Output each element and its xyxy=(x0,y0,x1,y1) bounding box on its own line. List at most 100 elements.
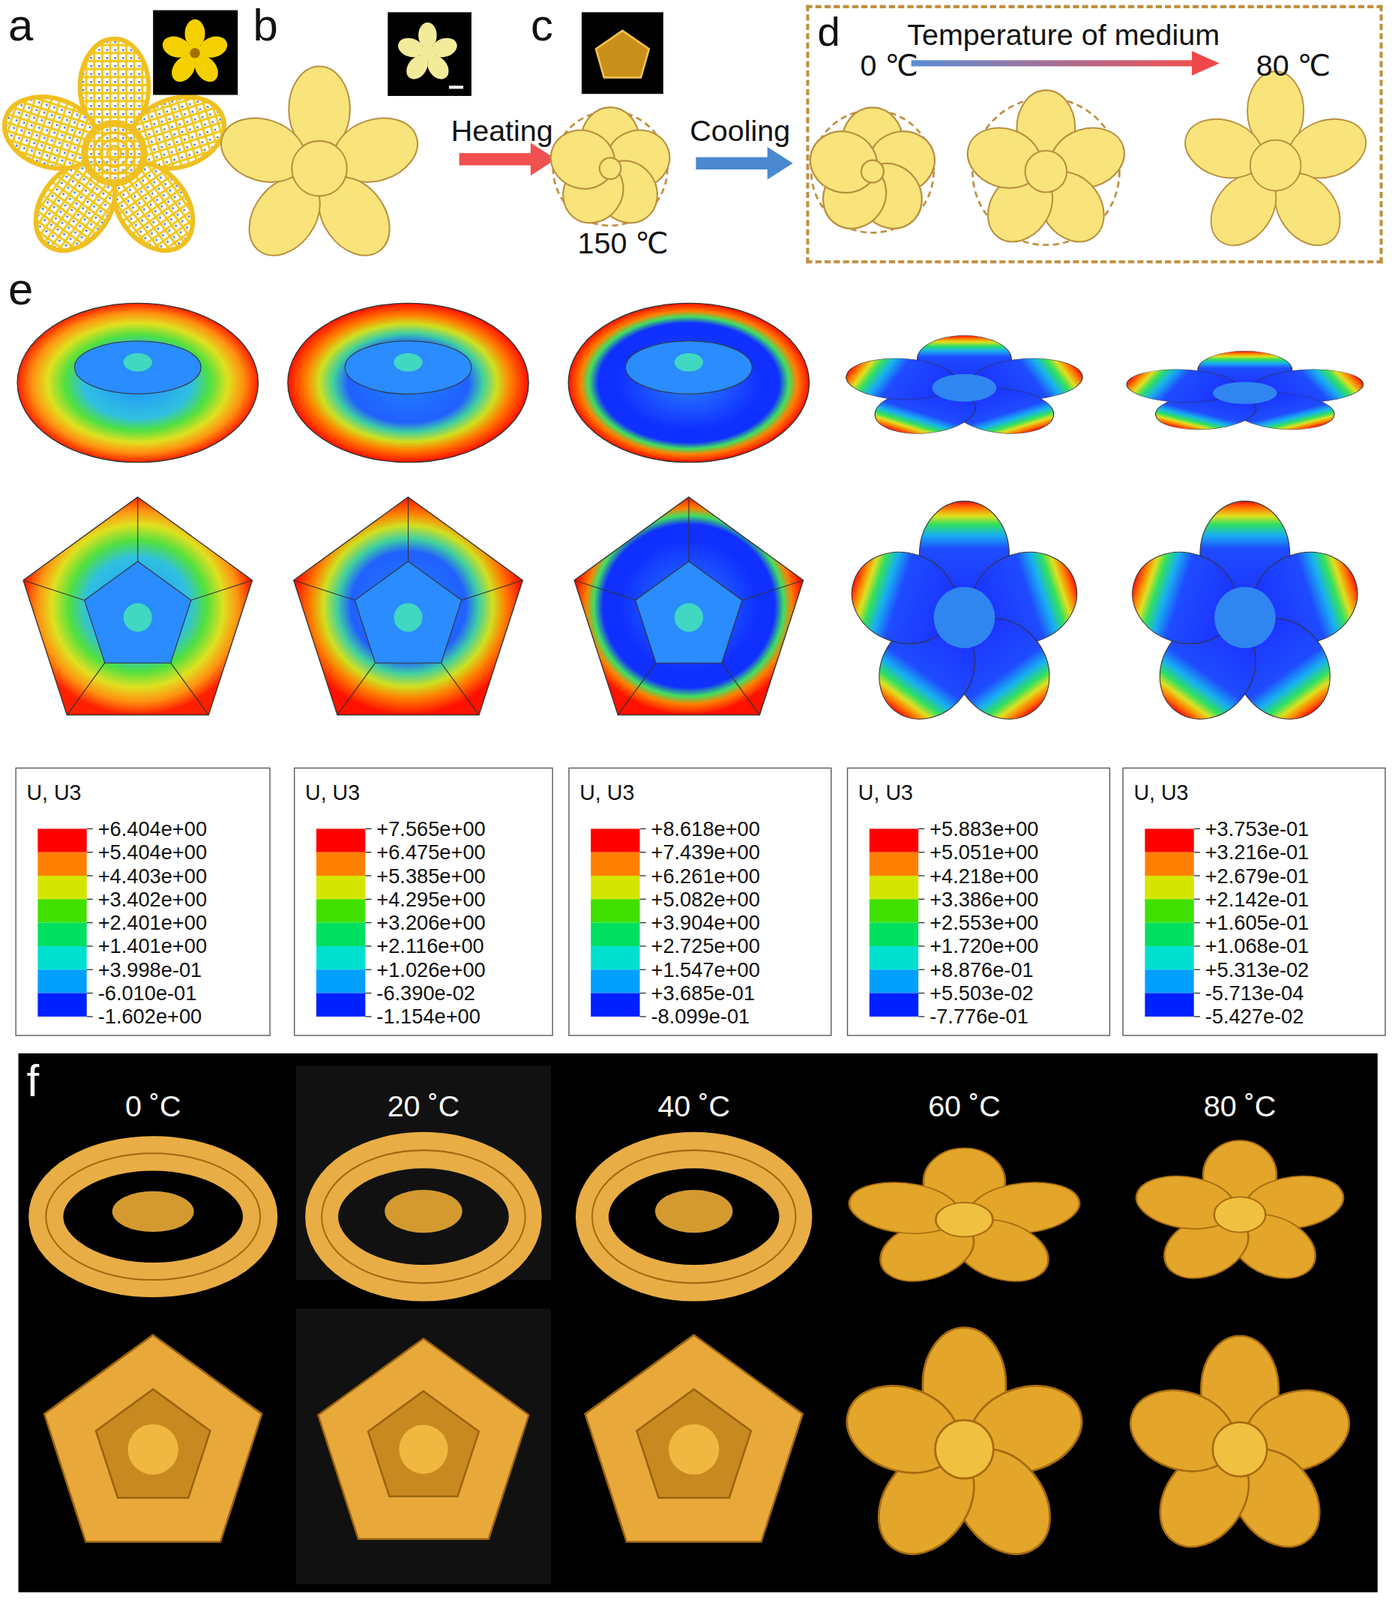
fe-render xyxy=(833,335,1096,442)
text-label: 40 ˚C xyxy=(657,1089,731,1124)
text-label: +4.218e+00 xyxy=(929,864,1039,888)
inset-photo xyxy=(152,10,238,96)
legend-box: U, U3 +7.565e+00+6.475e+00+5.385e+00+4.29… xyxy=(293,767,554,1036)
flat-flower xyxy=(212,65,426,269)
fe-render xyxy=(568,302,809,462)
text-label: f xyxy=(26,1055,39,1108)
temperature-arrow xyxy=(911,50,1220,76)
text-label: +4.295e+00 xyxy=(376,887,485,911)
legend-box: U, U3+3.753e-01+3.216e-01+2.679e-01+2.14… xyxy=(1122,767,1386,1036)
text-label: +1.720e+00 xyxy=(929,934,1039,958)
text-label: +2.401e+00 xyxy=(98,911,207,935)
photo-panel: f 0 ˚C 20 ˚C 40 ˚C 60 ˚C 80 ˚C xyxy=(18,1053,1378,1593)
text-label: +5.883e+00 xyxy=(929,817,1039,841)
text-label: d xyxy=(817,8,840,56)
text-label: e xyxy=(8,263,33,315)
fe-render xyxy=(17,302,258,462)
text-label: 150 ℃ xyxy=(577,226,669,261)
text-label: +5.051e+00 xyxy=(929,841,1039,865)
text-label: U, U3 xyxy=(305,780,360,806)
text-label: +2.116e+00 xyxy=(376,934,484,958)
cooling-arrow xyxy=(695,146,793,180)
text-label: a xyxy=(8,0,33,52)
half-open-flower xyxy=(959,89,1132,255)
legend-box: U, U3 +8.618e+00+7.439e+00+6.261e+00+5.08… xyxy=(568,767,832,1036)
photo-sample xyxy=(838,1147,1091,1292)
text-label: -6.010e-01 xyxy=(98,981,198,1006)
text-label: +7.439e+00 xyxy=(651,841,761,865)
text-label: -8.099e-01 xyxy=(651,1005,751,1029)
text-label: +8.876e-01 xyxy=(929,957,1034,982)
text-label: +3.753e-01 xyxy=(1205,817,1310,841)
text-label: -5.427e-02 xyxy=(1205,1005,1305,1029)
photo-sample xyxy=(1126,1140,1354,1289)
text-label: +1.068e-01 xyxy=(1205,934,1310,958)
text-label: 0 ˚C xyxy=(125,1089,182,1124)
inset-photo xyxy=(581,11,664,94)
text-label: U, U3 xyxy=(26,780,81,806)
legend-box: U, U3 +5.883e+00+5.051e+00+4.218e+00+3.38… xyxy=(847,767,1111,1036)
text-label: +5.503e-02 xyxy=(929,981,1034,1006)
photo-panel xyxy=(18,1053,1378,1593)
text-label: +6.261e+00 xyxy=(651,864,761,888)
fe-render xyxy=(23,496,252,716)
text-label: +2.553e+00 xyxy=(929,911,1039,935)
text-label: -6.390e-02 xyxy=(376,981,476,1006)
text-label: +6.404e+00 xyxy=(98,817,207,841)
text-label: +6.475e+00 xyxy=(376,841,485,865)
text-label: b xyxy=(253,0,279,52)
fe-render xyxy=(287,302,529,462)
photo-sample xyxy=(835,1327,1093,1573)
text-label: +5.082e+00 xyxy=(651,887,761,911)
text-label: +3.998e-01 xyxy=(98,957,203,982)
photo-sample xyxy=(585,1334,803,1542)
text-label: +3.402e+00 xyxy=(98,887,207,911)
text-label: +2.679e-01 xyxy=(1205,864,1310,888)
text-label: Cooling xyxy=(689,113,791,148)
text-label: 60 ˚C xyxy=(928,1089,1001,1124)
text-label: +1.547e+00 xyxy=(651,957,761,982)
text-label: +3.206e+00 xyxy=(376,911,485,935)
text-label: +1.026e+00 xyxy=(376,957,485,982)
text-label: +3.386e+00 xyxy=(929,887,1039,911)
colour-bars xyxy=(14,767,1386,1036)
photo-sample xyxy=(317,1338,529,1539)
fe-render xyxy=(1120,500,1370,738)
text-label: 0 ℃ xyxy=(860,48,919,83)
heating-arrow xyxy=(459,143,557,177)
text-label: +2.142e-01 xyxy=(1205,887,1310,911)
text-label: +3.685e-01 xyxy=(651,981,756,1006)
text-label: U, U3 xyxy=(579,780,635,806)
closed-flower xyxy=(543,107,678,235)
text-label: U, U3 xyxy=(1133,780,1189,806)
text-label: -7.776e-01 xyxy=(929,1005,1029,1029)
inset-photo xyxy=(387,11,472,96)
text-label: -1.602e+00 xyxy=(98,1005,203,1029)
panel-frame: d Temperature of medium0 ℃ 80 ℃ xyxy=(805,5,1383,264)
fe-render xyxy=(1113,350,1376,437)
text-label: U, U3 xyxy=(858,780,914,806)
text-label: 80 ℃ xyxy=(1256,48,1331,83)
text-label: +8.618e+00 xyxy=(651,817,761,841)
text-label: +2.725e+00 xyxy=(651,934,761,958)
fe-render xyxy=(293,496,523,716)
fe-render xyxy=(839,500,1089,738)
text-label: +5.313e-02 xyxy=(1205,957,1310,982)
photo-sample xyxy=(45,1152,261,1280)
photo-sample xyxy=(44,1334,262,1542)
text-label: 20 ˚C xyxy=(387,1089,461,1124)
photo-panel xyxy=(296,1308,551,1584)
text-label: c xyxy=(530,0,554,52)
text-label: +5.385e+00 xyxy=(376,864,485,888)
open-flower xyxy=(1177,71,1374,258)
legend-box: U, U3 +6.404e+00+5.404e+00+4.403e+00+3.40… xyxy=(14,767,270,1036)
fe-render xyxy=(574,496,803,716)
text-label: +7.565e+00 xyxy=(376,817,485,841)
text-label: Temperature of medium xyxy=(907,18,1220,53)
text-label: +5.404e+00 xyxy=(98,841,207,865)
text-label: Heating xyxy=(451,113,554,148)
text-label: 80 ˚C xyxy=(1203,1089,1277,1124)
text-label: +1.605e-01 xyxy=(1205,911,1310,935)
text-label: +4.403e+00 xyxy=(98,864,207,888)
